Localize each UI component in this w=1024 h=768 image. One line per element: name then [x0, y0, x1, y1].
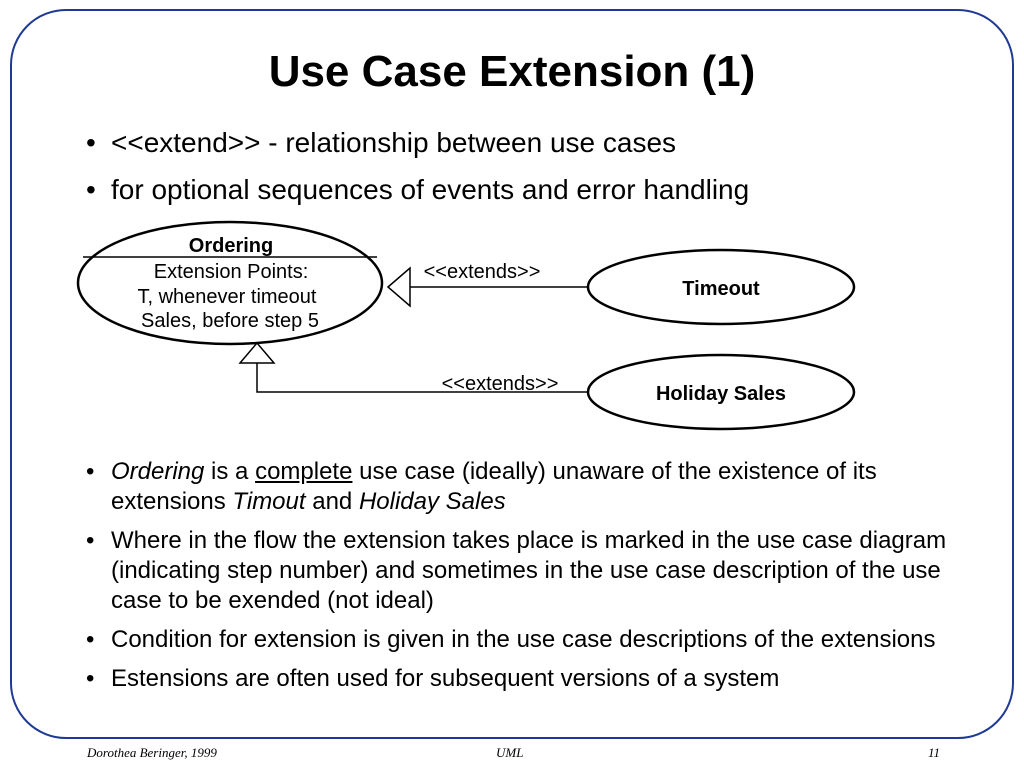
holiday-sales-italic: Holiday Sales [358, 488, 506, 515]
bullet-ordering-complete: Ordering is a complete use case (ideally… [86, 457, 996, 517]
bullet-text-part: is a [204, 458, 256, 485]
top-bullet-list: <<extend>> - relationship between use ca… [86, 126, 986, 220]
complete-underlined: complete [255, 458, 353, 485]
bullet-where-extension: Where in the flow the extension takes pl… [86, 526, 996, 616]
bullet-text-part: use case (ideally) unaware of the existe… [111, 458, 877, 515]
bullet-condition: Condition for extension is given in the … [86, 625, 996, 655]
holiday-sales-use-case: Holiday Sales [586, 353, 856, 431]
ordering-italic: Ordering [111, 458, 205, 485]
generalization-arrowhead-holiday [238, 341, 276, 364]
footer-page-number: 11 [928, 745, 941, 760]
footer-topic: UML [496, 745, 524, 760]
footer-author: Dorothea Beringer, 1999 [87, 745, 217, 760]
ordering-name: Ordering [189, 235, 273, 257]
ordering-extension-point-timeout: T, whenever timeout [138, 286, 317, 308]
holiday-sales-name: Holiday Sales [656, 383, 786, 405]
timeout-use-case: Timeout [586, 248, 856, 326]
timeout-name: Timeout [682, 278, 760, 300]
ordering-use-case: Ordering Extension Points: T, whenever t… [76, 220, 384, 346]
generalization-arrowhead-timeout [386, 266, 411, 308]
bullet-subsequent-versions: Estensions are often used for subsequent… [86, 664, 996, 694]
extends-line-holiday [256, 363, 589, 393]
ordering-extension-points-title: Extension Points: [154, 261, 309, 283]
bullet-text-part: and [305, 488, 359, 515]
timout-italic: Timout [232, 488, 306, 515]
slide-frame [10, 9, 1014, 739]
bullet-extend-relationship: <<extend>> - relationship between use ca… [86, 126, 986, 159]
extends-arrow-timeout: <<extends>> [386, 261, 589, 308]
bullet-optional-sequences: for optional sequences of events and err… [86, 173, 986, 206]
slide-title: Use Case Extension (1) [268, 47, 756, 96]
ordering-extension-point-sales: Sales, before step 5 [141, 310, 319, 332]
ordering-ellipse [76, 220, 384, 346]
extends-label-holiday: <<extends>> [442, 373, 559, 395]
extends-arrow-holiday: <<extends>> [238, 341, 589, 395]
bottom-bullet-list: Ordering is a complete use case (ideally… [86, 457, 996, 703]
extends-label-timeout: <<extends>> [424, 261, 541, 283]
